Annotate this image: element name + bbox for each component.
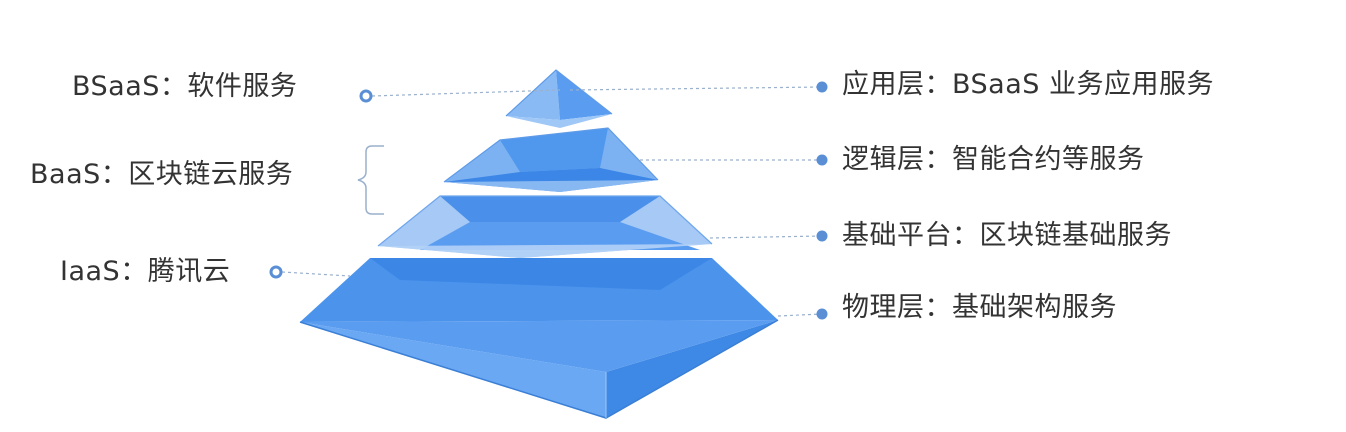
leader-line-physical xyxy=(777,313,823,317)
dot-platform xyxy=(816,230,828,242)
pyramid-tier-top xyxy=(505,69,613,128)
leader-line-iaas xyxy=(281,271,351,277)
label-logic-layer: 逻辑层：智能合约等服务 xyxy=(842,144,1145,175)
dot-logic xyxy=(816,154,828,166)
dot-application xyxy=(816,81,828,93)
label-physical-layer: 物理层：基础架构服务 xyxy=(842,292,1117,323)
leader-line-bsaas xyxy=(371,89,561,97)
dot-iaas xyxy=(269,265,283,279)
leader-line-application xyxy=(569,86,823,91)
dot-physical xyxy=(816,308,828,320)
pyramid-tier-bottom xyxy=(299,258,779,419)
leader-lines xyxy=(281,86,823,317)
pyramid-tier-logic xyxy=(443,127,659,192)
pyramid-tier-platform xyxy=(377,195,713,258)
label-platform-layer: 基础平台：区块链基础服务 xyxy=(842,220,1172,251)
label-baas: BaaS：区块链云服务 xyxy=(30,159,294,190)
dot-bsaas xyxy=(359,89,373,103)
label-application-layer: 应用层：BSaaS 业务应用服务 xyxy=(842,69,1214,100)
label-bsaas: BSaaS：软件服务 xyxy=(72,71,298,102)
leader-dots xyxy=(269,81,828,320)
label-iaas: IaaS：腾讯云 xyxy=(60,256,231,287)
leader-line-platform xyxy=(709,235,823,239)
baas-bracket xyxy=(357,145,384,215)
